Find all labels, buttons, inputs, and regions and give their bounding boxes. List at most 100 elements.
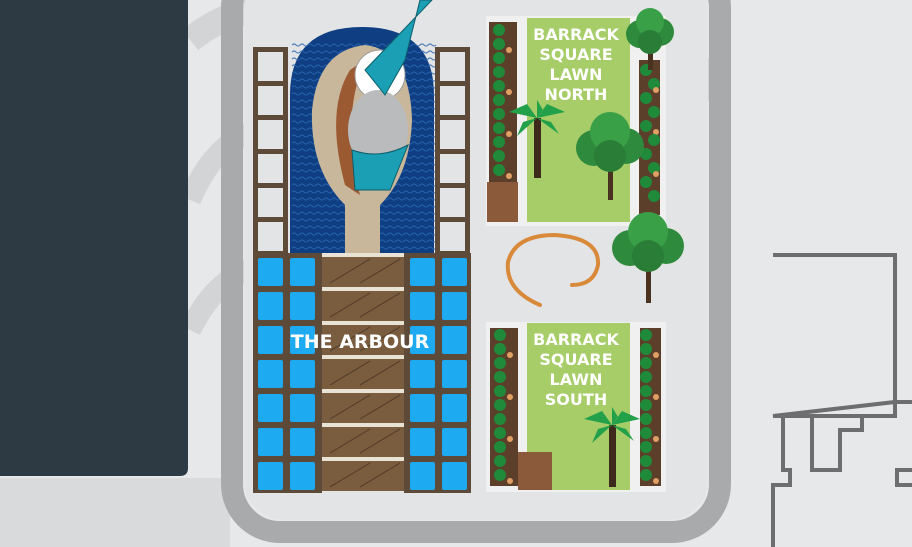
rock xyxy=(507,352,513,358)
tree-centre xyxy=(612,212,684,303)
shrub xyxy=(648,190,660,202)
arbour-label: THE ARBOUR xyxy=(291,331,430,353)
shrub xyxy=(640,120,652,132)
boardwalk-grain xyxy=(329,360,401,386)
lawn-south-label-2: SQUARE xyxy=(539,350,612,369)
shrub xyxy=(640,176,652,188)
lawn-south-label-1: BARRACK xyxy=(533,330,619,349)
tree-north-top xyxy=(626,8,674,70)
the-arbour[interactable]: THE ARBOUR xyxy=(253,0,471,493)
shrub xyxy=(494,329,506,341)
shrub xyxy=(493,38,505,50)
rock xyxy=(506,47,512,53)
shrub xyxy=(493,164,505,176)
frame-rung xyxy=(253,47,288,52)
pool-tile xyxy=(290,360,315,388)
frame-rung xyxy=(253,115,288,120)
shrub xyxy=(493,94,505,106)
boardwalk-planks xyxy=(322,253,404,488)
shrub xyxy=(493,122,505,134)
lawn-south-label-4: SOUTH xyxy=(545,390,607,409)
pool-tile xyxy=(410,428,435,456)
barrack-square-lawn-south[interactable]: BARRACK SQUARE LAWN SOUTH xyxy=(486,322,666,492)
building-block xyxy=(0,0,188,476)
rock xyxy=(653,352,659,358)
pool-tile xyxy=(442,462,467,490)
frame-rung xyxy=(435,81,470,86)
frame-rung xyxy=(253,149,288,154)
pool-tile xyxy=(258,462,283,490)
pool-tile xyxy=(258,292,283,320)
shrub xyxy=(493,66,505,78)
shrub xyxy=(493,24,505,36)
tree-north-middle xyxy=(576,112,644,200)
frame-rung xyxy=(435,115,470,120)
boardwalk-stripe xyxy=(322,389,404,393)
boardwalk-stripe xyxy=(322,287,404,291)
boardwalk-grain xyxy=(329,428,401,454)
shrub xyxy=(648,162,660,174)
shrub xyxy=(494,441,506,453)
rock xyxy=(653,171,659,177)
boardwalk-grain xyxy=(329,462,401,488)
boardwalk-stripe xyxy=(322,457,404,461)
pool-tile xyxy=(442,428,467,456)
palm-tree-north xyxy=(509,100,565,178)
palm-tree-south xyxy=(584,407,640,487)
pool-tile xyxy=(290,462,315,490)
sculpture-blade-top xyxy=(364,0,433,96)
pool-tile xyxy=(258,326,283,354)
mulch-north xyxy=(487,182,518,222)
shrub xyxy=(648,106,660,118)
pool-tile xyxy=(410,292,435,320)
shrub xyxy=(640,427,652,439)
pool-tile xyxy=(410,258,435,286)
boardwalk-grain xyxy=(329,258,401,284)
shrub xyxy=(640,399,652,411)
shrub xyxy=(640,413,652,425)
shrub xyxy=(494,343,506,355)
shrub xyxy=(640,385,652,397)
path-loop-arrow xyxy=(505,232,601,307)
pool-tile xyxy=(258,360,283,388)
frame-rung xyxy=(253,217,288,222)
rock xyxy=(653,394,659,400)
rock xyxy=(507,478,513,484)
shrub xyxy=(640,441,652,453)
frame-rung xyxy=(253,81,288,86)
pool-tile xyxy=(258,258,283,286)
pool-tiles xyxy=(253,253,471,493)
pool-tile xyxy=(258,394,283,422)
sculpture-mesh xyxy=(348,90,408,170)
pool-tile xyxy=(410,360,435,388)
shrub xyxy=(494,399,506,411)
boardwalk-stripe xyxy=(322,355,404,359)
pool-tile xyxy=(290,292,315,320)
rock xyxy=(507,394,513,400)
pool-tile xyxy=(290,394,315,422)
lawn-north-label-4: NORTH xyxy=(545,85,608,104)
frame-rung xyxy=(435,149,470,154)
boardwalk-grain xyxy=(329,394,401,420)
pool-tile xyxy=(290,258,315,286)
shrub xyxy=(494,385,506,397)
shrub xyxy=(494,455,506,467)
shrub xyxy=(494,469,506,481)
pool-tile xyxy=(442,326,467,354)
pool-tile xyxy=(258,428,283,456)
pool-tile xyxy=(442,292,467,320)
shrub xyxy=(493,52,505,64)
rock xyxy=(507,436,513,442)
frame-rung xyxy=(435,183,470,188)
pool-tile xyxy=(410,462,435,490)
rock xyxy=(506,131,512,137)
shrub xyxy=(640,371,652,383)
sculpture-blade-bottom xyxy=(351,143,409,191)
pool-tile xyxy=(290,428,315,456)
rock xyxy=(653,478,659,484)
lawn-south-label-3: LAWN xyxy=(550,370,603,389)
pool-tile xyxy=(410,394,435,422)
shrub xyxy=(640,357,652,369)
frame-rung xyxy=(435,47,470,52)
boardwalk-stripe xyxy=(322,253,404,257)
